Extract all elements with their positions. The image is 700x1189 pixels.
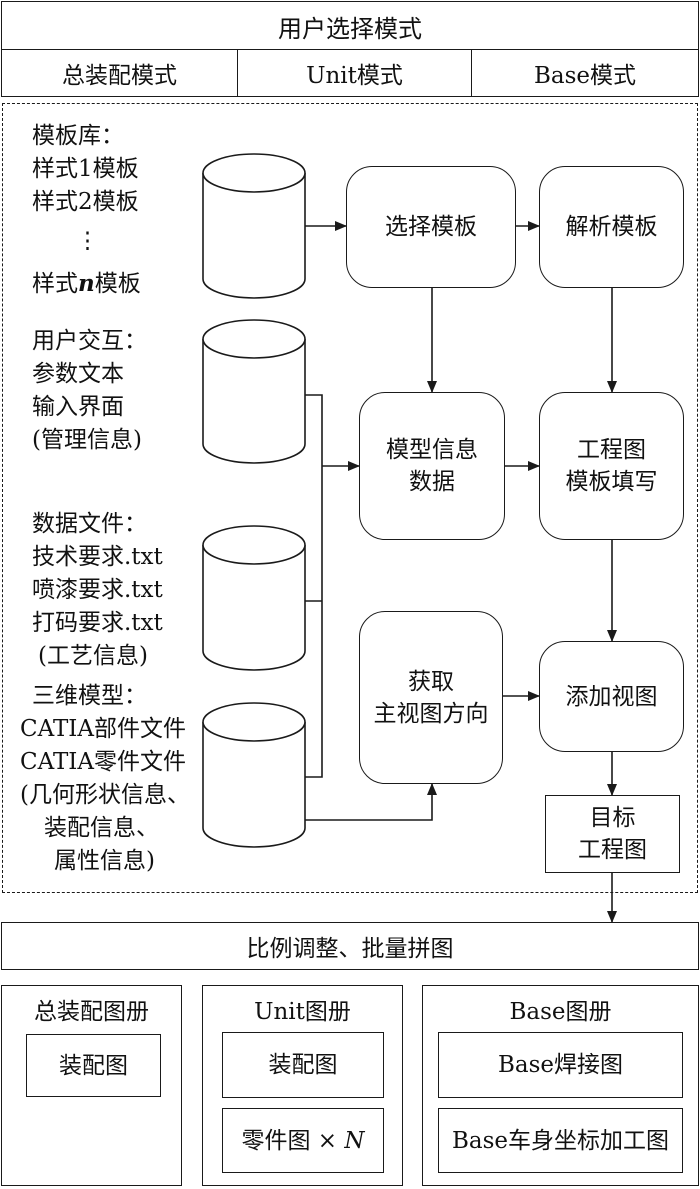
parse-template-node[interactable]: 解析模板 xyxy=(539,166,684,288)
template-style-2: 样式2模板 xyxy=(32,189,139,215)
album-unit-part-item[interactable]: 零件图 × N xyxy=(222,1108,384,1173)
select-template-node[interactable]: 选择模板 xyxy=(346,166,516,288)
template-library-text: 模板库： 样式1模板 样式2模板 ⋮ 样式n模板 xyxy=(32,120,141,301)
get-view-label-2: 主视图方向 xyxy=(373,700,489,727)
catia-component-file: CATIA零件文件 xyxy=(20,749,186,775)
target-label-1: 目标 xyxy=(589,805,636,831)
user-input-database-icon xyxy=(202,319,306,464)
user-interaction-heading: 用户交互： xyxy=(32,328,147,354)
assembly-info-line: 装配信息、 xyxy=(44,815,159,841)
mode-bar: 总装配模式 Unit模式 Base模式 xyxy=(1,49,699,97)
model-3d-database-icon xyxy=(202,702,306,848)
main-process-region xyxy=(2,103,698,893)
catia-part-file: CATIA部件文件 xyxy=(20,716,186,742)
add-view-node[interactable]: 添加视图 xyxy=(539,641,684,752)
target-drawing-node[interactable]: 目标 工程图 xyxy=(545,795,680,873)
drawing-template-label-1: 工程图 xyxy=(577,437,646,463)
parse-template-label: 解析模板 xyxy=(565,214,658,240)
model-info-label-2: 数据 xyxy=(409,469,455,495)
album-base-title: Base图册 xyxy=(509,999,612,1025)
mode-select-title-text: 用户选择模式 xyxy=(278,14,422,43)
batch-scale-bar[interactable]: 比例调整、批量拼图 xyxy=(1,922,699,970)
divider xyxy=(237,50,238,96)
model-info-label-1: 模型信息 xyxy=(386,437,478,463)
target-label-2: 工程图 xyxy=(578,837,647,863)
mode-unit[interactable]: Unit模式 xyxy=(306,63,403,89)
album-assembly: 总装配图册 装配图 xyxy=(1,985,182,1186)
template-style-n: 样式n模板 xyxy=(32,267,141,301)
album-base-weld-item[interactable]: Base焊接图 xyxy=(438,1032,683,1098)
drawing-template-label-2: 模板填写 xyxy=(565,469,658,495)
data-files-database-icon xyxy=(202,525,306,671)
album-unit-assembly-label: 装配图 xyxy=(268,1052,338,1078)
model-3d-heading: 三维模型： xyxy=(32,683,147,709)
source-bracket xyxy=(305,394,323,778)
user-interaction-text: 用户交互： 参数文本 输入界面 (管理信息) xyxy=(32,325,147,457)
data-files-heading: 数据文件： xyxy=(32,511,147,537)
album-unit-title: Unit图册 xyxy=(254,999,351,1025)
param-text-line: 参数文本 xyxy=(32,361,124,387)
data-files-text: 数据文件： 技术要求.txt 喷漆要求.txt 打码要求.txt (工艺信息) xyxy=(32,508,163,673)
album-assembly-title: 总装配图册 xyxy=(34,999,149,1025)
album-base-weld-label: Base焊接图 xyxy=(497,1052,624,1078)
album-unit-part-count: N xyxy=(344,1127,365,1154)
album-unit-part-label: 零件图 × N xyxy=(241,1125,364,1157)
select-template-label: 选择模板 xyxy=(385,214,477,240)
model-3d-text: 三维模型： CATIA部件文件 CATIA零件文件 (几何形状信息、 装配信息、… xyxy=(20,680,190,878)
album-base-machining-label: Base车身坐标加工图 xyxy=(451,1127,670,1154)
album-unit-assembly-item[interactable]: 装配图 xyxy=(222,1032,384,1098)
tech-requirements-file: 技术要求.txt xyxy=(32,544,163,570)
geometry-info-line: (几何形状信息、 xyxy=(20,782,190,808)
album-assembly-item-label: 装配图 xyxy=(59,1052,128,1079)
add-view-label: 添加视图 xyxy=(565,683,658,710)
mode-base[interactable]: Base模式 xyxy=(533,63,637,89)
mode-assembly[interactable]: 总装配模式 xyxy=(62,63,177,89)
mode-select-title: 用户选择模式 xyxy=(1,1,699,51)
process-info-line: (工艺信息) xyxy=(38,643,148,669)
get-view-label-1: 获取 xyxy=(408,668,454,695)
album-unit: Unit图册 装配图 零件图 × N xyxy=(202,985,403,1186)
arrow-model3d-to-getview xyxy=(305,783,437,821)
album-unit-part-prefix: 零件图 × xyxy=(241,1127,345,1154)
paint-requirements-file: 喷漆要求.txt xyxy=(32,577,163,603)
album-assembly-item[interactable]: 装配图 xyxy=(26,1034,161,1097)
batch-scale-label: 比例调整、批量拼图 xyxy=(246,936,454,962)
template-style-n-prefix: 样式 xyxy=(32,271,78,297)
template-style-1: 样式1模板 xyxy=(32,156,139,182)
template-database-icon xyxy=(202,153,306,299)
divider xyxy=(471,50,472,96)
attribute-info-line: 属性信息) xyxy=(54,848,155,874)
album-base: Base图册 Base焊接图 Base车身坐标加工图 xyxy=(422,985,699,1186)
vertical-ellipsis: ⋮ xyxy=(76,228,99,254)
template-style-n-suffix: 模板 xyxy=(94,271,141,297)
template-style-n-variable: n xyxy=(78,270,95,297)
album-base-machining-item[interactable]: Base车身坐标加工图 xyxy=(438,1108,683,1173)
get-main-view-node[interactable]: 获取 主视图方向 xyxy=(359,611,503,784)
model-info-node[interactable]: 模型信息 数据 xyxy=(359,392,505,540)
management-info-line: (管理信息) xyxy=(32,427,142,453)
drawing-template-node[interactable]: 工程图 模板填写 xyxy=(539,392,684,540)
input-ui-line: 输入界面 xyxy=(32,394,124,420)
template-library-heading: 模板库： xyxy=(32,123,124,149)
coding-requirements-file: 打码要求.txt xyxy=(32,610,163,636)
